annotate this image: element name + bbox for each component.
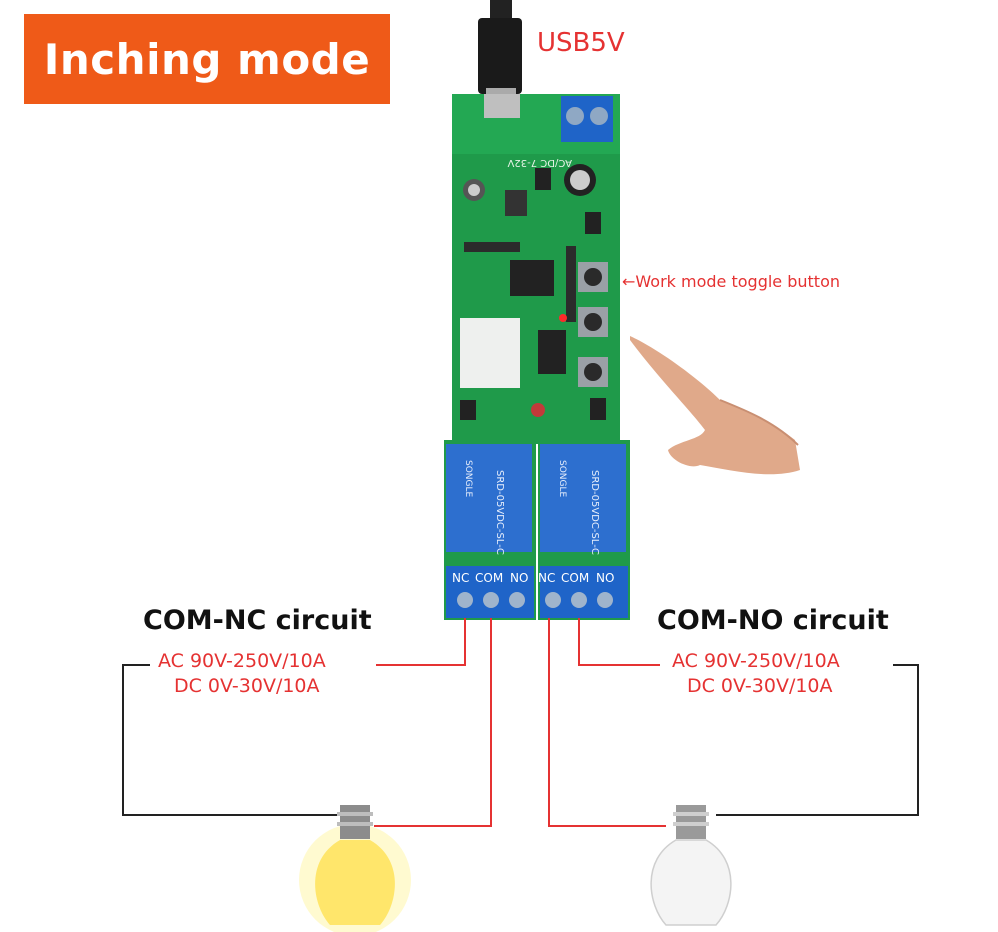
- pointing-hand-icon: [630, 336, 800, 475]
- terminal-right-no: NO: [596, 571, 614, 585]
- svg-text:SONGLE: SONGLE: [557, 460, 567, 498]
- terminal-left-no: NO: [510, 571, 528, 585]
- terminal-block-left: NC COM NO: [444, 558, 536, 620]
- svg-text:SRD-05VDC-SL-C: SRD-05VDC-SL-C: [589, 470, 600, 555]
- usb-cable-icon: [478, 0, 522, 104]
- terminal-right-nc: NC: [538, 571, 555, 585]
- toggle-button-annotation: ←Work mode toggle button: [622, 272, 840, 291]
- unlit-bulb-icon: [650, 805, 732, 926]
- com-nc-dc-rating: DC 0V-30V/10A: [170, 675, 324, 697]
- terminal-right-com: COM: [561, 571, 589, 585]
- com-nc-circuit-title: COM-NC circuit: [143, 605, 372, 636]
- svg-text:SRD-05VDC-SL-C: SRD-05VDC-SL-C: [494, 470, 505, 555]
- com-no-dc-rating: DC 0V-30V/10A: [683, 675, 837, 697]
- mode-title-badge: Inching mode: [24, 14, 390, 104]
- svg-text:SONGLE: SONGLE: [463, 460, 473, 498]
- relay-left: SRD-05VDC-SL-C SONGLE: [444, 440, 536, 558]
- power-marking: AC/DC 7-32V: [507, 157, 572, 168]
- relay-right: SRD-05VDC-SL-C SONGLE: [538, 440, 630, 558]
- terminal-left-com: COM: [475, 571, 503, 585]
- terminal-block-right: NC COM NO: [538, 558, 630, 620]
- com-no-ac-rating: AC 90V-250V/10A: [668, 650, 844, 672]
- com-no-circuit-title: COM-NO circuit: [657, 605, 889, 636]
- com-nc-ac-rating: AC 90V-250V/10A: [154, 650, 330, 672]
- lit-bulb-icon: [299, 805, 411, 932]
- usb-power-label: USB5V: [537, 28, 625, 58]
- wiring: [122, 618, 919, 827]
- toggle-button-icon: [578, 262, 608, 292]
- terminal-left-nc: NC: [452, 571, 469, 585]
- pcb-board: AC/DC 7-32V: [452, 94, 620, 444]
